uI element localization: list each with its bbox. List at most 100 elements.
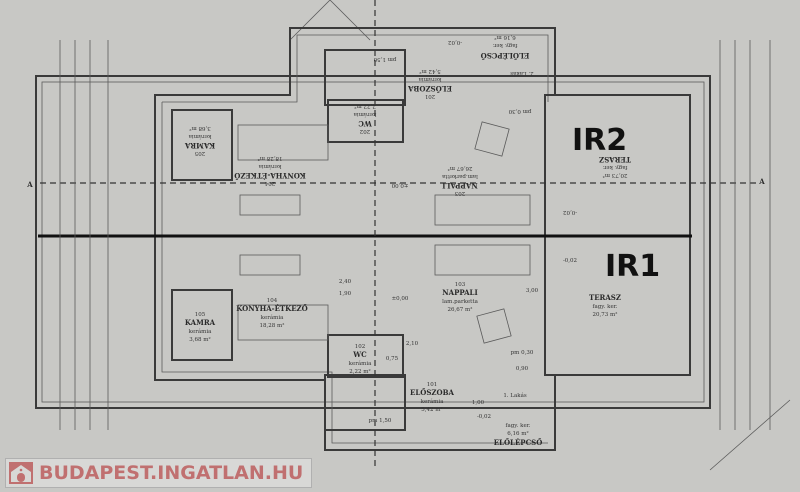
svg-text:18,28 m²: 18,28 m² — [260, 322, 285, 329]
svg-text:104: 104 — [267, 298, 278, 304]
room-203: 203 NAPPALI lam.parketta 26,67 m² — [441, 165, 477, 196]
handwritten-ir2: IR2 — [572, 123, 627, 158]
wc-202-walls — [327, 99, 404, 143]
dim-pm-upper: pm 0,30 — [508, 108, 531, 114]
dim-190: 1,90 — [339, 291, 352, 297]
section-marker-right: A — [758, 177, 765, 186]
svg-text:lam.parketta: lam.parketta — [442, 299, 478, 305]
svg-text:103: 103 — [455, 282, 466, 288]
dim-210: 2,10 — [406, 341, 419, 347]
stair-lower — [324, 374, 406, 431]
svg-text:ELŐSZOBA: ELŐSZOBA — [410, 388, 455, 397]
wc-102-walls — [327, 334, 404, 378]
svg-text:201: 201 — [425, 93, 436, 99]
construction-line — [709, 399, 791, 471]
svg-text:kerámia: kerámia — [189, 328, 212, 335]
svg-text:fagy. ker.: fagy. ker. — [592, 304, 617, 310]
svg-text:NAPPALI: NAPPALI — [442, 288, 477, 297]
svg-text:20,73 m²: 20,73 m² — [593, 311, 618, 318]
dim-stair-lower: pm 1,50 — [369, 418, 392, 424]
svg-text:102: 102 — [355, 344, 366, 350]
svg-text:fagy. ker.: fagy. ker. — [602, 164, 627, 170]
room-104: 104 KONYHA-ÉTKEZŐ kerámia 18,28 m² — [236, 298, 308, 329]
svg-text:fagy. ker.: fagy. ker. — [492, 42, 517, 48]
svg-text:204: 204 — [264, 180, 275, 186]
sofa-lower — [434, 244, 531, 276]
terrace-upper: 20,73 m² fagy. ker. TERASZ — [599, 155, 631, 179]
level-lower: ±0,00 — [392, 296, 409, 302]
svg-text:6,16 m²: 6,16 m² — [507, 430, 528, 437]
svg-text:kerámia: kerámia — [258, 163, 281, 170]
pantry-105-walls — [171, 289, 233, 361]
svg-text:26,67 m²: 26,67 m² — [448, 165, 473, 172]
construction-line — [289, 0, 331, 41]
svg-text:2. Lakás: 2. Lakás — [510, 70, 534, 77]
dim-075: 0,75 — [386, 356, 399, 362]
level-terrace-upper: -0,02 — [563, 209, 577, 215]
site-boundary-inner — [41, 81, 705, 403]
svg-text:kerámia: kerámia — [353, 111, 376, 118]
porch-upper: ELŐLÉPCSŐ fagy. ker. 6,16 m² — [481, 34, 530, 60]
entrance-upper: 2. Lakás — [510, 70, 534, 77]
svg-text:KAMRA: KAMRA — [185, 318, 216, 327]
construction-line — [329, 0, 371, 41]
dim-240: 2,40 — [339, 279, 352, 285]
svg-text:6,16 m²: 6,16 m² — [494, 34, 515, 41]
svg-text:NAPPALI: NAPPALI — [442, 181, 477, 190]
svg-text:ELŐLÉPCSŐ: ELŐLÉPCSŐ — [494, 438, 543, 447]
dim-stair-upper: pm 1,50 — [373, 56, 396, 62]
svg-text:18,28 m²: 18,28 m² — [258, 155, 283, 162]
room-105: 105 KAMRA kerámia 3,68 m² — [185, 312, 216, 343]
level-upper: ±0,00 — [391, 182, 408, 188]
svg-text:TERASZ: TERASZ — [589, 293, 621, 302]
svg-text:3,68 m²: 3,68 m² — [189, 125, 210, 132]
svg-text:fagy. ker.: fagy. ker. — [505, 423, 530, 429]
dimension-lines-left — [59, 40, 109, 430]
svg-text:20,73 m²: 20,73 m² — [603, 172, 628, 179]
house-icon — [9, 462, 33, 484]
svg-text:5,42 m²: 5,42 m² — [421, 406, 442, 413]
svg-text:lam.parketta: lam.parketta — [441, 173, 477, 179]
dining-table-lower — [239, 254, 301, 276]
room-202: 202 WC kerámia 2,22 m² — [353, 103, 376, 134]
watermark-text: BUDAPEST.INGATLAN.HU — [39, 462, 304, 484]
svg-text:kerámia: kerámia — [418, 76, 441, 83]
site-boundary — [35, 75, 711, 409]
svg-text:kerámia: kerámia — [349, 360, 372, 367]
room-204: 204 KONYHA-ÉTKEZŐ kerámia 18,28 m² — [234, 155, 306, 186]
watermark-logo: BUDAPEST.INGATLAN.HU — [5, 458, 313, 488]
svg-text:2,22 m²: 2,22 m² — [354, 103, 375, 110]
armchair-upper — [474, 121, 510, 157]
svg-text:3,68 m²: 3,68 m² — [189, 336, 210, 343]
svg-text:TERASZ: TERASZ — [599, 155, 631, 164]
sofa-upper — [434, 194, 531, 226]
dim-300: 3,00 — [526, 288, 539, 294]
svg-text:KONYHA-ÉTKEZŐ: KONYHA-ÉTKEZŐ — [236, 304, 308, 313]
room-103: 103 NAPPALI lam.parketta 26,67 m² — [442, 282, 478, 313]
svg-text:kerámia: kerámia — [421, 398, 444, 405]
svg-text:ELŐSZOBA: ELŐSZOBA — [407, 84, 452, 93]
svg-text:KONYHA-ÉTKEZŐ: KONYHA-ÉTKEZŐ — [234, 171, 306, 180]
kitchen-counter-lower — [237, 304, 329, 341]
dining-table-upper — [239, 194, 301, 216]
pantry-205-walls — [171, 109, 233, 181]
armchair-lower — [476, 308, 512, 344]
svg-text:26,67 m²: 26,67 m² — [448, 306, 473, 313]
svg-text:105: 105 — [195, 312, 206, 318]
svg-text:205: 205 — [194, 150, 205, 156]
level-porch-upper: -0,02 — [448, 39, 462, 45]
kitchen-counter-upper — [237, 124, 329, 161]
level-porch-lower: -0,02 — [477, 414, 491, 420]
svg-text:101: 101 — [427, 382, 438, 388]
svg-text:203: 203 — [454, 190, 465, 196]
stair-upper — [324, 49, 406, 106]
svg-text:WC: WC — [352, 350, 367, 359]
dim-090: 0,90 — [516, 366, 529, 372]
dim-100: 1,00 — [472, 400, 485, 406]
svg-text:5,42 m²: 5,42 m² — [419, 68, 440, 75]
room-102: 102 WC kerámia 2,22 m² — [349, 344, 372, 375]
svg-text:2,22 m²: 2,22 m² — [349, 368, 370, 375]
handwritten-ir1: IR1 — [605, 249, 660, 284]
porch-lower: fagy. ker. 6,16 m² ELŐLÉPCSŐ — [494, 423, 543, 447]
